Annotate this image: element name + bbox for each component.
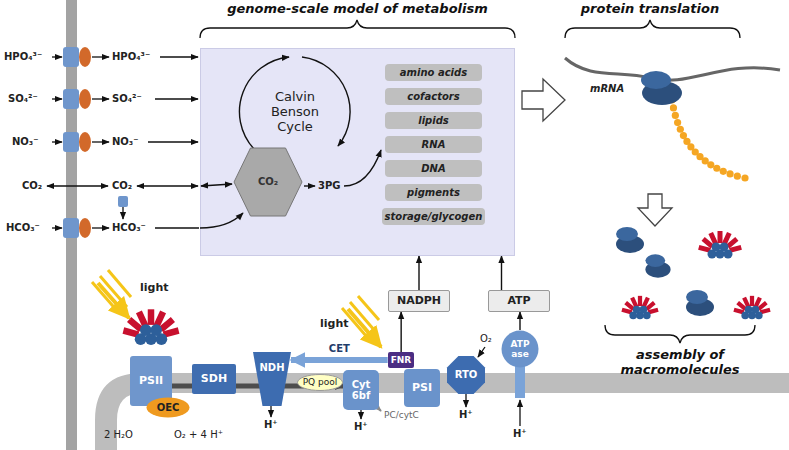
node-label: DNA: [421, 163, 445, 175]
biomass-pill: storage/glycogen: [382, 208, 486, 225]
fnr-box: FNR: [388, 352, 415, 368]
biomass-pill: pigments: [385, 184, 482, 201]
node-label: NADPH: [397, 295, 441, 308]
node-label: PSI: [412, 382, 432, 395]
reaction-label: O₂ + 4 H⁺: [174, 429, 223, 441]
ion-label: NO₃⁻: [12, 136, 39, 148]
cofactor-box: ATP: [488, 290, 550, 312]
rto-octagon: RTO: [447, 356, 485, 394]
node-label: CO₂: [258, 176, 278, 188]
node-label: storage/glycogen: [385, 211, 483, 223]
metabolite-label: 3PG: [318, 180, 341, 192]
ion-label: HPO₄³⁻: [112, 51, 150, 63]
oxygen-label: O₂: [480, 333, 492, 345]
carboxysome-hexagon: CO₂: [233, 147, 303, 217]
model-box: genome-scale model of metabolismCalvin B…: [200, 48, 515, 256]
biomass-pill: DNA: [385, 160, 482, 177]
ion-label: HCO₃⁻: [112, 222, 146, 234]
mrna-label: mRNA: [590, 83, 624, 95]
photosystem-box: PSI: [404, 369, 440, 407]
edge-label: CET: [327, 343, 352, 355]
node-label: ATP ase: [501, 339, 539, 360]
node-label: NDH: [259, 362, 284, 374]
node-label: amino acids: [400, 67, 467, 79]
ion-label: HPO₄³⁻: [4, 51, 42, 63]
ion-label: SO₄²⁻: [8, 93, 38, 105]
reaction-label: 2 H₂O: [104, 429, 133, 441]
node-label: RNA: [422, 139, 446, 151]
node-label: OEC: [157, 402, 180, 414]
complex-box: SDH: [192, 364, 236, 394]
proton-label: H⁺: [459, 409, 473, 421]
cycle-label: Calvin Benson Cycle: [263, 90, 327, 135]
ndh-shape: NDH: [253, 352, 291, 406]
ndh-shape-outline: [253, 352, 291, 406]
ion-label: NO₃⁻: [112, 136, 139, 148]
carrier-label: PC/cytC: [384, 410, 419, 420]
biomass-pill: amino acids: [385, 64, 482, 81]
panel-heading: genome-scale model of metabolism: [200, 2, 515, 17]
node-label: lipids: [418, 115, 449, 127]
ion-label: CO₂: [22, 180, 42, 192]
light-label: light: [140, 282, 169, 295]
light-label: light: [320, 318, 349, 331]
cofactor-box: NADPH: [388, 290, 450, 312]
pq-pool-ellipse: PQ pool: [297, 374, 343, 391]
proton-label: H⁺: [264, 419, 278, 431]
connector-arrow: [400, 312, 401, 352]
ion-label: SO₄²⁻: [112, 93, 142, 105]
node-label: cofactors: [407, 91, 459, 103]
cytochrome-box: Cyt 6bf: [343, 370, 379, 410]
connector-arrow: [519, 312, 520, 330]
node-label: pigments: [407, 187, 460, 199]
atpase-circle: ATP ase: [501, 330, 539, 368]
section-heading: protein translation: [560, 2, 740, 17]
biomass-pill: lipids: [385, 112, 482, 129]
section-heading: assembly of macromolecules: [600, 348, 760, 378]
node-label: Cyt 6bf: [343, 379, 379, 402]
node-label: FNR: [391, 355, 412, 365]
ion-label: HCO₃⁻: [6, 222, 40, 234]
node-label: ATP: [507, 295, 530, 308]
connector-arrow: [291, 357, 388, 363]
proton-label: H⁺: [513, 428, 527, 440]
node-label: PSII: [139, 375, 163, 388]
node-label: RTO: [455, 369, 478, 381]
node-label: SDH: [201, 373, 227, 386]
node-label: PQ pool: [303, 377, 338, 387]
ion-label: CO₂: [112, 180, 132, 192]
biomass-pill: cofactors: [385, 88, 482, 105]
connector-arrow: [418, 256, 419, 290]
oec-ellipse: OEC: [146, 397, 190, 418]
biomass-pill: RNA: [385, 136, 482, 153]
connector-arrow: [501, 256, 502, 290]
proton-label: H⁺: [354, 421, 368, 433]
